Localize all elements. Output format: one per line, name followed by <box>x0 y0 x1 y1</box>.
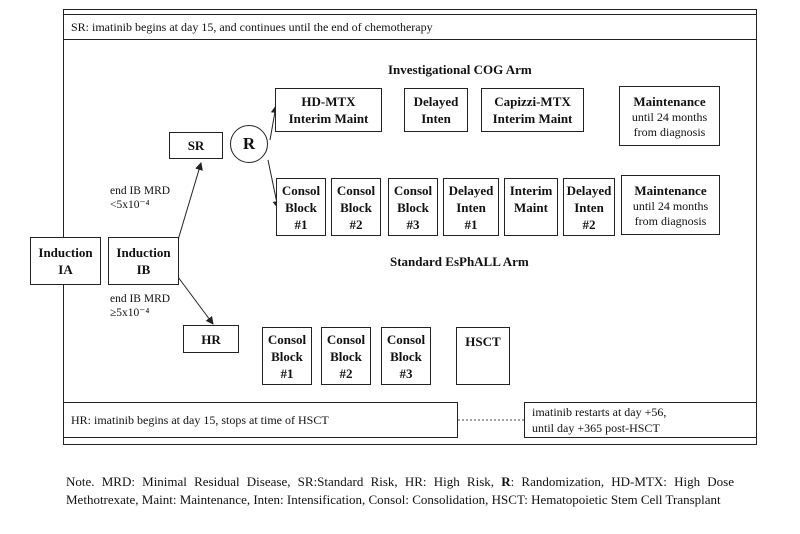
esphall-maintenance-title: Maintenance <box>634 182 707 198</box>
mrd-low-line-2: <5x10⁻⁴ <box>110 199 150 211</box>
esphall-delayed-2-line-2: Inten <box>574 199 604 215</box>
sr-label: SR <box>187 138 205 153</box>
esphall-consol-3-box: Consol Block #3 <box>388 178 438 236</box>
cog-maintenance-line-2: from diagnosis <box>633 124 706 139</box>
esphall-delayed-1-line-2: Inten <box>456 199 486 215</box>
esphall-consol-3-line-3: #3 <box>406 216 420 232</box>
mrd-low-label: end IB MRD <5x10⁻⁴ <box>110 184 170 212</box>
esphall-consol-2-line-3: #2 <box>349 216 363 232</box>
hr-consol-1-line-3: #1 <box>280 365 294 381</box>
esphall-delayed-1-box: Delayed Inten #1 <box>443 178 499 236</box>
hr-consol-3-line-2: Block <box>390 348 422 364</box>
cog-maintenance-title: Maintenance <box>633 93 706 109</box>
cog-capizzi-line-2: Interim Maint <box>492 111 573 126</box>
esphall-consol-2-line-2: Block <box>340 199 372 215</box>
mrd-low-line-1: end IB MRD <box>110 185 171 197</box>
induction-ib-line-1: Induction <box>116 245 171 260</box>
cog-maintenance-box: Maintenance until 24 months from diagnos… <box>619 86 720 146</box>
esphall-consol-3-line-1: Consol <box>393 182 433 198</box>
arrow-ib-to-sr <box>177 162 203 241</box>
esphall-maintenance-box: Maintenance until 24 months from diagnos… <box>621 175 720 235</box>
induction-ia-line-2: IA <box>58 262 73 277</box>
induction-ib-line-2: IB <box>136 262 151 277</box>
esphall-consol-1-box: Consol Block #1 <box>276 178 326 236</box>
restart-line-1: imatinib restarts at day +56, <box>532 405 667 419</box>
imatinib-restart-box: imatinib restarts at day +56, until day … <box>524 402 757 438</box>
hr-banner-text: HR: imatinib begins at day 15, stops at … <box>71 412 329 427</box>
cog-maintenance-line-1: until 24 months <box>631 109 708 124</box>
esphall-consol-2-box: Consol Block #2 <box>331 178 381 236</box>
note-bold-r: R <box>501 474 511 489</box>
randomization-circle: R <box>230 125 268 163</box>
hr-consol-1-line-2: Block <box>271 348 303 364</box>
cog-hd-mtx-line-2: Interim Maint <box>288 111 369 126</box>
cog-capizzi-box: Capizzi-MTX Interim Maint <box>481 88 584 132</box>
hr-consol-2-box: Consol Block #2 <box>321 327 371 385</box>
hr-consol-3-line-1: Consol <box>386 331 426 347</box>
standard-arm-title: Standard EsPhALL Arm <box>390 254 529 269</box>
outer-frame <box>63 9 757 445</box>
esphall-maintenance-line-2: from diagnosis <box>634 213 707 228</box>
sr-box: SR <box>169 132 223 159</box>
cog-delayed-line-2: Inten <box>421 111 451 126</box>
esphall-delayed-2-line-1: Delayed <box>566 182 612 198</box>
hr-consol-2-line-3: #2 <box>339 365 353 381</box>
induction-ia-box: Induction IA <box>30 237 101 285</box>
arrow-ib-to-hr <box>177 276 214 325</box>
hr-consol-1-line-1: Consol <box>267 331 307 347</box>
investigational-arm-title: Investigational COG Arm <box>388 62 532 77</box>
footnote: Note. MRD: Minimal Residual Disease, SR:… <box>66 473 734 509</box>
esphall-consol-1-line-3: #1 <box>294 216 308 232</box>
mrd-high-line-2: ≥5x10⁻⁴ <box>110 307 150 319</box>
hsct-box: HSCT <box>456 327 510 385</box>
hr-consol-3-box: Consol Block #3 <box>381 327 431 385</box>
esphall-delayed-1-line-3: #1 <box>464 216 478 232</box>
esphall-interim-maint-box: Interim Maint <box>504 178 558 236</box>
esphall-consol-1-line-2: Block <box>285 199 317 215</box>
esphall-delayed-2-line-3: #2 <box>582 216 596 232</box>
randomization-label: R <box>242 134 256 153</box>
cog-hd-mtx-line-1: HD-MTX <box>301 94 356 109</box>
hr-consol-2-line-2: Block <box>330 348 362 364</box>
esphall-interim-line-1: Interim <box>509 183 553 198</box>
hr-consol-3-line-3: #3 <box>399 365 413 381</box>
esphall-delayed-2-box: Delayed Inten #2 <box>563 178 615 236</box>
sr-imatinib-banner: SR: imatinib begins at day 15, and conti… <box>63 14 757 40</box>
hsct-label: HSCT <box>465 334 501 349</box>
induction-ib-box: Induction IB <box>108 237 179 285</box>
esphall-maintenance-line-1: until 24 months <box>632 198 709 213</box>
hr-box: HR <box>183 325 239 353</box>
mrd-high-label: end IB MRD ≥5x10⁻⁴ <box>110 292 170 320</box>
induction-ia-line-1: Induction <box>38 245 93 260</box>
note-suffix: : Randomization, HD-MTX: High Dose Metho… <box>66 474 734 507</box>
hr-imatinib-banner: HR: imatinib begins at day 15, stops at … <box>63 402 458 438</box>
esphall-interim-line-2: Maint <box>514 200 548 215</box>
hr-consol-1-box: Consol Block #1 <box>262 327 312 385</box>
cog-delayed-inten-box: Delayed Inten <box>404 88 468 132</box>
cog-capizzi-line-1: Capizzi-MTX <box>494 94 571 109</box>
sr-banner-text: SR: imatinib begins at day 15, and conti… <box>71 19 433 34</box>
restart-line-2: until day +365 post-HSCT <box>532 421 660 435</box>
hr-consol-2-line-1: Consol <box>326 331 366 347</box>
cog-delayed-line-1: Delayed <box>413 94 459 109</box>
esphall-consol-3-line-2: Block <box>397 199 429 215</box>
cog-hd-mtx-box: HD-MTX Interim Maint <box>275 88 382 132</box>
note-prefix: Note. MRD: Minimal Residual Disease, SR:… <box>66 474 502 489</box>
esphall-consol-2-line-1: Consol <box>336 182 376 198</box>
mrd-high-line-1: end IB MRD <box>110 293 171 305</box>
hr-label: HR <box>201 331 221 347</box>
esphall-delayed-1-line-1: Delayed <box>448 182 494 198</box>
esphall-consol-1-line-1: Consol <box>281 182 321 198</box>
